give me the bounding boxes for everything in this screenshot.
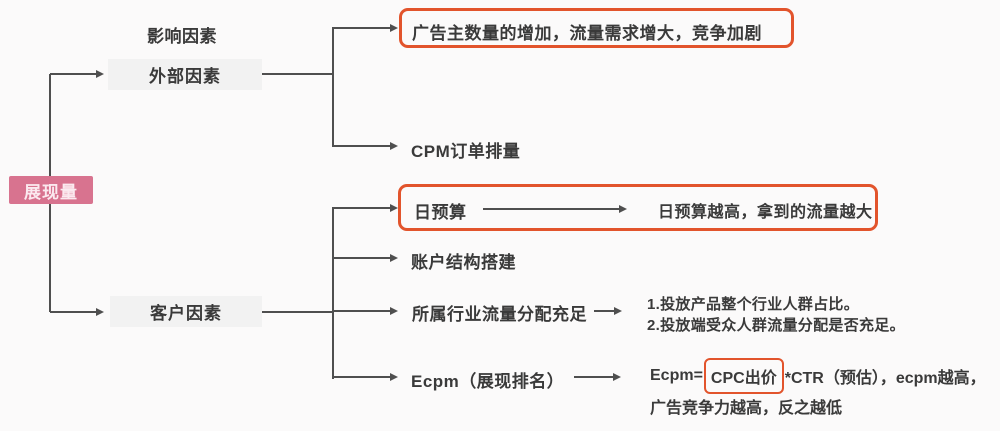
- arrow-head-icon: [390, 373, 398, 381]
- connector-line: [50, 311, 98, 313]
- industry-traffic-label: 所属行业流量分配充足: [412, 305, 587, 324]
- arrow-head-icon: [390, 254, 398, 262]
- account-structure-label: 账户结构搭建: [411, 253, 516, 272]
- arrow-head-icon: [619, 205, 627, 213]
- diagram-heading: 影响因素: [147, 27, 217, 46]
- connector-line: [332, 207, 390, 209]
- arrow-head-icon: [96, 308, 104, 316]
- connector-line: [332, 207, 334, 379]
- cpm-order-label: CPM订单排量: [411, 142, 521, 161]
- ecpm-formula-line1: Ecpm= CPC出价 *CTR（预估），ecpm越高，: [650, 357, 986, 394]
- arrow-head-icon: [390, 24, 398, 32]
- external-factor-node: 外部因素: [108, 59, 262, 90]
- connector-line: [50, 73, 98, 75]
- connector-line: [332, 27, 390, 29]
- connector-line: [332, 310, 390, 312]
- customer-factor-node: 客户因素: [110, 296, 262, 327]
- daily-budget-label: 日预算: [414, 203, 467, 222]
- ecpm-rank-label: Ecpm（展现排名）: [411, 372, 565, 391]
- ecpm-formula-prefix: Ecpm=: [650, 366, 703, 384]
- customer-factor-label: 客户因素: [150, 304, 222, 323]
- connector-line: [262, 311, 334, 313]
- root-node-label: 展现量: [24, 182, 78, 202]
- ecpm-formula-suffix: *CTR（预估），ecpm越高，: [784, 369, 986, 387]
- daily-budget-note: 日预算越高，拿到的流量越大: [658, 204, 873, 221]
- connector-line: [332, 257, 390, 259]
- industry-note-2: 2.投放端受众人群流量分配是否充足。: [647, 317, 905, 334]
- connector-line: [332, 27, 334, 147]
- connector-line: [262, 73, 334, 75]
- external-factor-label: 外部因素: [149, 67, 221, 86]
- arrow-head-icon: [390, 142, 398, 150]
- connector-line: [483, 208, 621, 210]
- highlight-box-advertisers: 广告主数量的增加，流量需求增大，竞争加剧: [399, 8, 794, 48]
- connector-line: [332, 145, 390, 147]
- root-node: 展现量: [9, 176, 93, 204]
- industry-note-1: 1.投放产品整个行业人群占比。: [647, 296, 860, 313]
- highlight-box-daily-budget: 日预算 日预算越高，拿到的流量越大: [398, 184, 878, 231]
- arrow-head-icon: [96, 70, 104, 78]
- ecpm-formula-line2: 广告竞争力越高，反之越低: [650, 400, 843, 417]
- connector-line: [594, 310, 616, 312]
- highlight-box-cpc-bid: CPC出价: [703, 357, 784, 394]
- arrow-head-icon: [390, 204, 398, 212]
- arrow-head-icon: [390, 307, 398, 315]
- arrow-head-icon: [614, 307, 622, 315]
- arrow-head-icon: [613, 373, 621, 381]
- connector-line: [332, 376, 390, 378]
- advertiser-growth-label: 广告主数量的增加，流量需求增大，竞争加剧: [412, 24, 762, 43]
- connector-line: [574, 376, 616, 378]
